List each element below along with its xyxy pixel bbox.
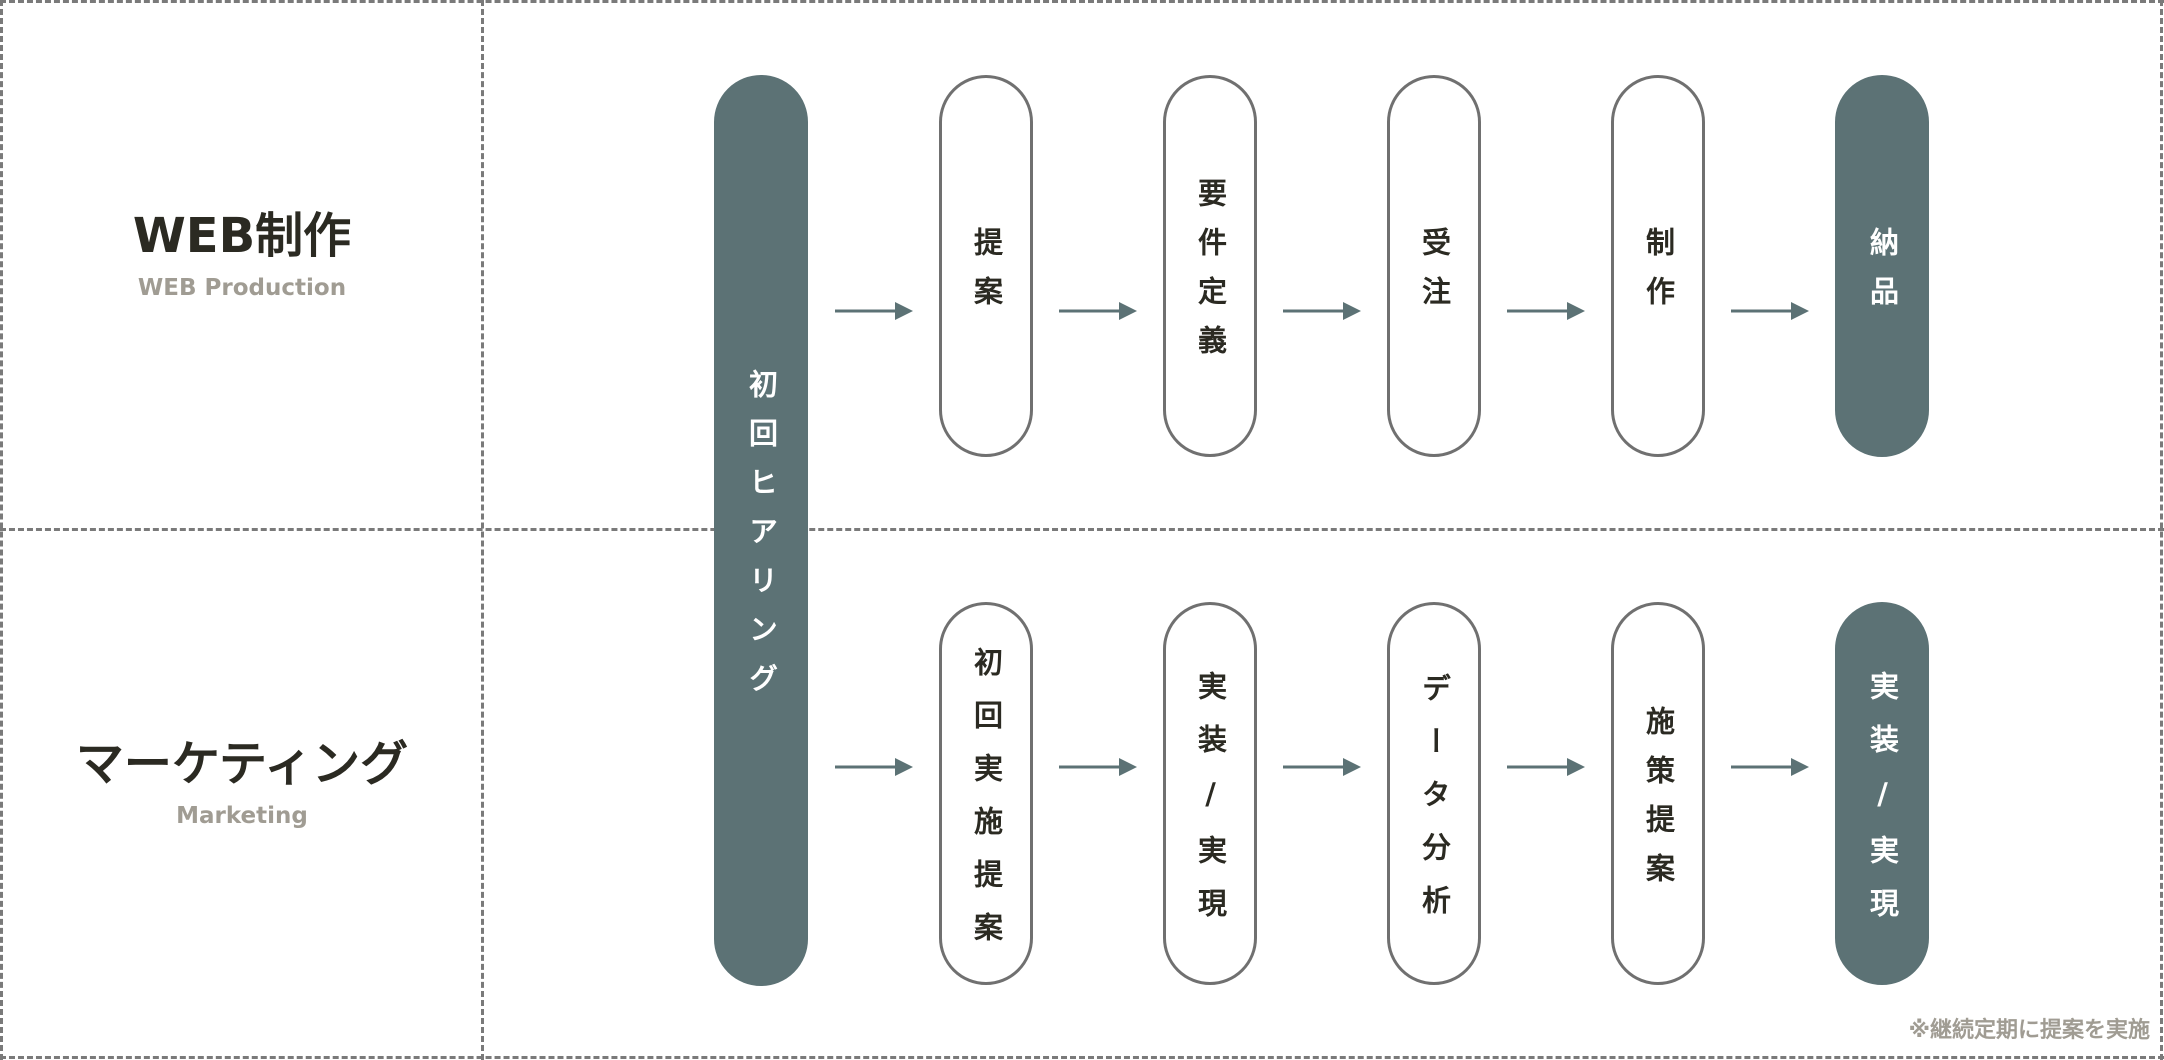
row-title-marketing: マーケティング [75,736,409,792]
grid-border-left [0,0,3,1060]
web-step-arrow-head-1 [895,302,913,320]
web-step-4-label: 制作 [1641,227,1676,325]
web-step-5: 納品 [1835,75,1929,457]
marketing-step-arrow-head-4 [1567,758,1585,776]
marketing-step-arrow-head-2 [1119,758,1137,776]
marketing-step-3-label: データ分析 [1417,673,1452,938]
step-initial-hearing: 初回ヒアリング [714,75,808,986]
grid-column-divider [481,0,484,1060]
marketing-step-5-label: 実装/実現 [1865,670,1900,941]
marketing-step-arrow-head-3 [1343,758,1361,776]
grid-border-top [0,0,2164,3]
marketing-step-arrow-3 [1283,758,1361,776]
grid-border-right [2160,0,2163,1060]
web-step-2-label: 要件定義 [1193,178,1228,374]
web-step-5-label: 納品 [1865,227,1900,325]
web-step-4: 制作 [1611,75,1705,457]
row-label-web: WEB制作 WEB Production [0,210,484,301]
marketing-step-3: データ分析 [1387,602,1481,985]
grid-border-bottom [0,1056,2164,1059]
marketing-step-arrow-1 [835,758,913,776]
web-step-3: 受注 [1387,75,1481,457]
web-step-arrow-1 [835,302,913,320]
marketing-step-2: 実装/実現 [1163,602,1257,985]
web-step-1: 提案 [939,75,1033,457]
marketing-step-arrow-head-5 [1791,758,1809,776]
web-step-arrow-head-3 [1343,302,1361,320]
row-label-marketing: マーケティング Marketing [0,738,484,829]
web-step-arrow-5 [1731,302,1809,320]
marketing-step-5: 実装/実現 [1835,602,1929,985]
row-subtitle-marketing: Marketing [176,802,308,829]
marketing-step-arrow-head-1 [895,758,913,776]
web-step-arrow-2 [1059,302,1137,320]
row-subtitle-web: WEB Production [137,274,347,301]
web-step-1-label: 提案 [969,227,1004,325]
row-title-web: WEB制作 [132,208,352,264]
marketing-step-arrow-4 [1507,758,1585,776]
footnote: ※継続定期に提案を実施 [1908,1018,2150,1043]
marketing-step-2-label: 実装/実現 [1193,670,1228,941]
web-step-arrow-3 [1283,302,1361,320]
web-step-3-label: 受注 [1417,227,1452,325]
marketing-step-4-label: 施策提案 [1641,705,1676,902]
web-step-arrow-4 [1507,302,1585,320]
web-step-arrow-head-5 [1791,302,1809,320]
web-step-arrow-head-4 [1567,302,1585,320]
grid-row-divider [0,528,2164,531]
web-step-arrow-head-2 [1119,302,1137,320]
marketing-step-1: 初回実施提案 [939,602,1033,985]
marketing-step-4: 施策提案 [1611,602,1705,985]
step-initial-hearing-label: 初回ヒアリング [744,369,779,712]
web-step-2: 要件定義 [1163,75,1257,457]
marketing-step-arrow-2 [1059,758,1137,776]
marketing-step-arrow-5 [1731,758,1809,776]
marketing-step-1-label: 初回実施提案 [969,646,1004,965]
